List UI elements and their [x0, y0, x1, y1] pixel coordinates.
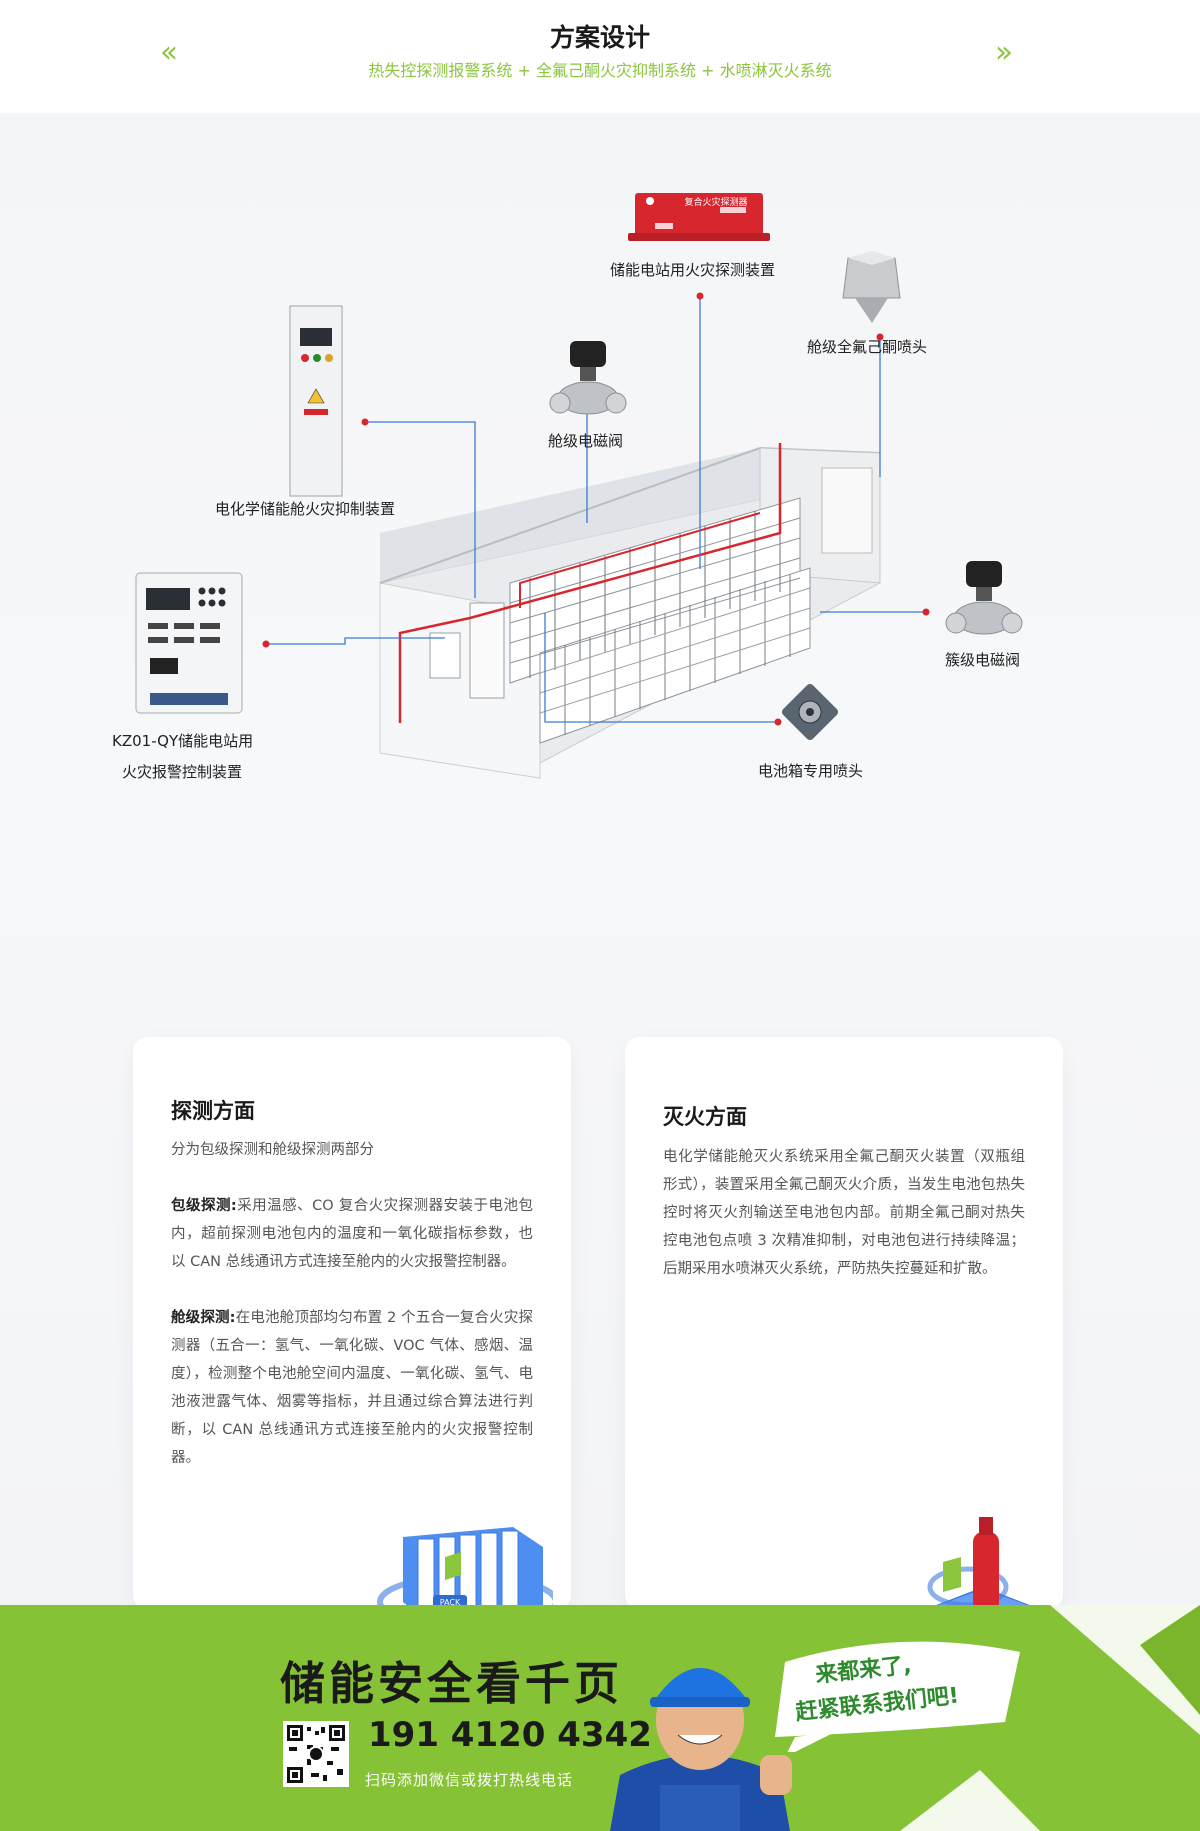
banner-slogan: 储能安全看千页: [280, 1657, 624, 1710]
contact-banner: 储能安全看千页 191 4120 4342 扫码添加微信或拨打热线电话 来都来了…: [0, 1605, 1200, 1831]
valve-cabin-icon: [549, 341, 627, 415]
page-title: 方案设计: [549, 23, 650, 52]
next-arrow-icon[interactable]: ››: [995, 35, 1013, 70]
extinguish-card: 灭火方面 电化学储能舱灭火系统采用全氟己酮灭火装置（双瓶组形式），装置采用全氟己…: [625, 1037, 1063, 1637]
detection-card: 探测方面 分为包级探测和舱级探测两部分 包级探测:采用温感、CO 复合火灾探测器…: [133, 1037, 571, 1631]
pack-label: PACK: [440, 1598, 461, 1607]
banner-hint: 扫码添加微信或拨打热线电话: [365, 1771, 574, 1789]
qr-code-icon[interactable]: [283, 1721, 349, 1787]
detection-cabin-label: 舱级探测:: [171, 1310, 236, 1326]
page-subtitle: 热失控探测报警系统 + 全氟己酮火灾抑制系统 + 水喷淋灭火系统: [368, 61, 832, 80]
container-illustration: [379, 443, 881, 779]
detection-cabin-paragraph: 舱级探测:在电池舱顶部均匀布置 2 个五合一复合火灾探测器（五合一：氢气、一氧化…: [171, 1304, 533, 1472]
valve-cluster-icon: [945, 561, 1023, 635]
label-detector: 储能电站用火灾探测装置: [610, 261, 776, 279]
label-valve-cluster: 簇级电磁阀: [945, 651, 1021, 669]
nozzle-box-icon: [781, 683, 839, 741]
suppression-cabinet-icon: [289, 305, 343, 497]
label-suppression-device: 电化学储能舱火灾抑制装置: [215, 500, 396, 518]
detection-body: 分为包级探测和舱级探测两部分 包级探测:采用温感、CO 复合火灾探测器安装于电池…: [171, 1136, 533, 1500]
callout-bubble: 来都来了, 赶紧联系我们吧!: [765, 1632, 1035, 1752]
detector-device-text: 复合火灾探测器: [684, 196, 747, 208]
detection-pack-text: 采用温感、CO 复合火灾探测器安装于电池包内，超前探测电池包内的温度和一氧化碳指…: [171, 1198, 533, 1270]
label-nozzle-cabin: 舱级全氟己酮喷头: [807, 338, 928, 356]
banner-decor: [610, 1605, 1200, 1831]
header: ‹‹ 方案设计 热失控探测报警系统 + 全氟己酮火灾抑制系统 + 水喷淋灭火系统…: [0, 0, 1200, 113]
controller-panel-icon: [135, 572, 243, 714]
extinguish-body: 电化学储能舱灭火系统采用全氟己酮灭火装置（双瓶组形式），装置采用全氟己酮灭火介质…: [663, 1149, 1025, 1277]
label-controller-line1: KZ01-QY储能电站用: [112, 732, 254, 750]
detection-title: 探测方面: [171, 1099, 255, 1123]
label-controller-line2: 火灾报警控制装置: [122, 763, 243, 781]
detection-pack-label: 包级探测:: [171, 1198, 237, 1214]
detection-pack-paragraph: 包级探测:采用温感、CO 复合火灾探测器安装于电池包内，超前探测电池包内的温度和…: [171, 1192, 533, 1276]
label-valve-cabin: 舱级电磁阀: [548, 432, 624, 450]
pack-illustration: PACK: [377, 1527, 553, 1631]
extinguish-title: 灭火方面: [663, 1105, 747, 1129]
nozzle-cabin-icon: [842, 251, 901, 323]
label-nozzle-box: 电池箱专用喷头: [758, 762, 864, 780]
detection-intro: 分为包级探测和舱级探测两部分: [171, 1142, 374, 1158]
detector-device-icon: [628, 193, 770, 241]
hotline-phone[interactable]: 191 4120 4342: [368, 1715, 652, 1755]
diagram-graphics: 复合火灾探测器: [135, 193, 1023, 779]
system-diagram: 复合火灾探测器: [0, 113, 1200, 1637]
detection-cabin-text: 在电池舱顶部均匀布置 2 个五合一复合火灾探测器（五合一：氢气、一氧化碳、VOC…: [171, 1310, 533, 1466]
worker-illustration: [610, 1668, 792, 1831]
